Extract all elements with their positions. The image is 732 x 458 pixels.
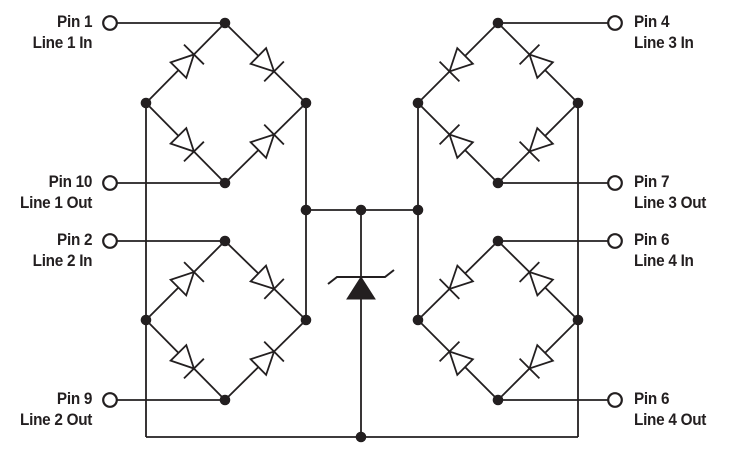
pin-name: Pin 10 <box>48 172 93 191</box>
terminal-label-line4-in: Pin 6 Line 4 In <box>634 229 694 271</box>
terminal-label-line1-out: Pin 10 Line 1 Out <box>20 171 92 213</box>
junction-dot <box>492 17 504 29</box>
junction-dot <box>492 177 504 189</box>
pin-name: Pin 2 <box>56 230 92 249</box>
diode-icon <box>438 123 475 160</box>
diode-bridge-line1 <box>145 22 307 184</box>
diode-bridge-line4 <box>417 240 579 401</box>
line-name: Line 1 In <box>32 33 92 52</box>
junction-dot <box>572 314 584 326</box>
junction-dot <box>412 204 424 216</box>
terminal-label-line3-in: Pin 4 Line 3 In <box>634 11 694 53</box>
junction-dot <box>300 97 312 109</box>
junction-dot <box>355 431 367 443</box>
pin-terminals <box>102 15 623 408</box>
line-name: Line 4 In <box>634 251 694 270</box>
line-name: Line 3 In <box>634 33 694 52</box>
diode-icon <box>168 126 205 163</box>
open-circle-terminal <box>102 175 118 191</box>
open-circle-terminal <box>102 392 118 408</box>
terminal-label-line3-out: Pin 7 Line 3 Out <box>634 171 706 213</box>
junction-dot <box>300 204 312 216</box>
pin-name: Pin 6 <box>634 230 670 249</box>
line-name: Line 3 Out <box>634 193 707 212</box>
tvs-zener-diode-icon <box>327 269 395 300</box>
tvs-anode-triangle <box>346 276 376 300</box>
open-circle-terminal <box>102 15 118 31</box>
diode-icon <box>248 46 285 83</box>
pin-name: Pin 4 <box>634 12 670 31</box>
wires <box>117 22 608 438</box>
pin-name: Pin 9 <box>56 389 92 408</box>
junction-dot <box>219 17 231 29</box>
line-name: Line 2 Out <box>19 410 92 429</box>
junction-dots <box>140 17 584 443</box>
terminal-label-line4-out: Pin 6 Line 4 Out <box>634 388 706 430</box>
diode-icon <box>168 343 205 380</box>
junction-dot <box>492 235 504 247</box>
junction-dot <box>219 394 231 406</box>
diode-icon <box>168 261 205 298</box>
diode-bridge-line2 <box>145 240 307 401</box>
diode-bridge-line3 <box>417 22 579 184</box>
open-circle-terminal <box>607 175 623 191</box>
pin-name: Pin 1 <box>56 12 92 31</box>
diode-icon <box>438 263 475 300</box>
junction-dot <box>300 314 312 326</box>
pin-name: Pin 7 <box>634 172 670 191</box>
diode-icon <box>248 340 285 377</box>
junction-dot <box>355 204 367 216</box>
diode-icon <box>518 261 555 298</box>
diode-icon <box>248 123 285 160</box>
junction-dot <box>219 235 231 247</box>
line-name: Line 1 Out <box>19 193 92 212</box>
terminal-label-line2-out: Pin 9 Line 2 Out <box>20 388 92 430</box>
diode-icon <box>168 43 205 80</box>
terminal-label-line1-in: Pin 1 Line 1 In <box>32 11 92 53</box>
diode-icon <box>438 340 475 377</box>
diode-icon <box>518 43 555 80</box>
open-circle-terminal <box>607 392 623 408</box>
terminal-label-line2-in: Pin 2 Line 2 In <box>32 229 92 271</box>
junction-dot <box>492 394 504 406</box>
diode-icon <box>518 126 555 163</box>
diode-icon <box>438 46 475 83</box>
open-circle-terminal <box>607 233 623 249</box>
diode-icon <box>518 343 555 380</box>
line-name: Line 4 Out <box>634 410 707 429</box>
line-name: Line 2 In <box>32 251 92 270</box>
diode-icon <box>248 263 285 300</box>
pin-name: Pin 6 <box>634 389 670 408</box>
junction-dot <box>572 97 584 109</box>
junction-dot <box>140 314 152 326</box>
open-circle-terminal <box>607 15 623 31</box>
junction-dot <box>412 314 424 326</box>
junction-dot <box>412 97 424 109</box>
junction-dot <box>140 97 152 109</box>
junction-dot <box>219 177 231 189</box>
open-circle-terminal <box>102 233 118 249</box>
